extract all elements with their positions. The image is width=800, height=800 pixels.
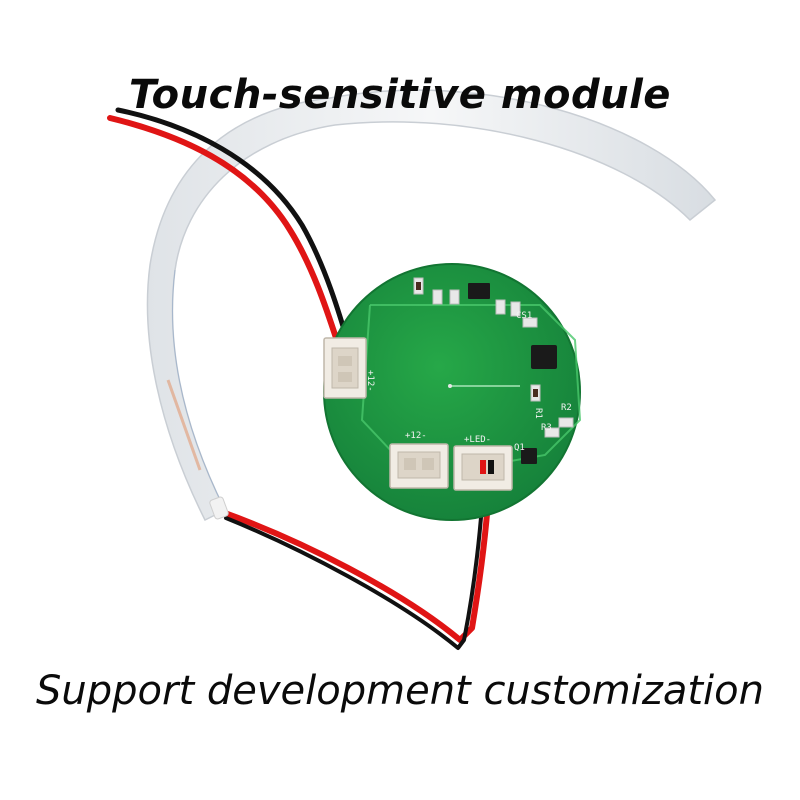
caption-subtitle: Support development customization (36, 668, 764, 714)
wire-crimp-terminal (209, 496, 229, 520)
pcb-label-r3: R3 (541, 423, 552, 433)
pcb-label-bottom-left-connector: +12- (405, 431, 427, 441)
pcb-via (448, 384, 452, 388)
bottom-right-jst-connector (453, 445, 513, 491)
bottom-black-wire (224, 466, 486, 650)
pcb-label-bottom-right-connector: +LED- (464, 435, 491, 445)
left-jst-connector (323, 337, 367, 399)
pcb-label-r1: R1 (533, 408, 543, 419)
pcb-label-left-connector: +12- (365, 370, 375, 392)
ribbon-cable (146, 89, 717, 522)
bottom-left-jst-connector (389, 443, 449, 489)
pcb-label-r2: R2 (561, 403, 572, 413)
ribbon-contact-strip (166, 379, 202, 471)
pcb-trace-outline-left (360, 304, 396, 456)
caption-title: Touch-sensitive module (129, 72, 671, 118)
smd-components (413, 277, 574, 464)
bottom-red-wire (219, 465, 493, 643)
ribbon-printed-text (171, 269, 226, 511)
top-red-wire (107, 115, 343, 353)
pcb-label-cs1: CS1 (516, 311, 532, 321)
top-black-wire (115, 107, 353, 353)
pcb-label-q1: Q1 (514, 443, 525, 453)
